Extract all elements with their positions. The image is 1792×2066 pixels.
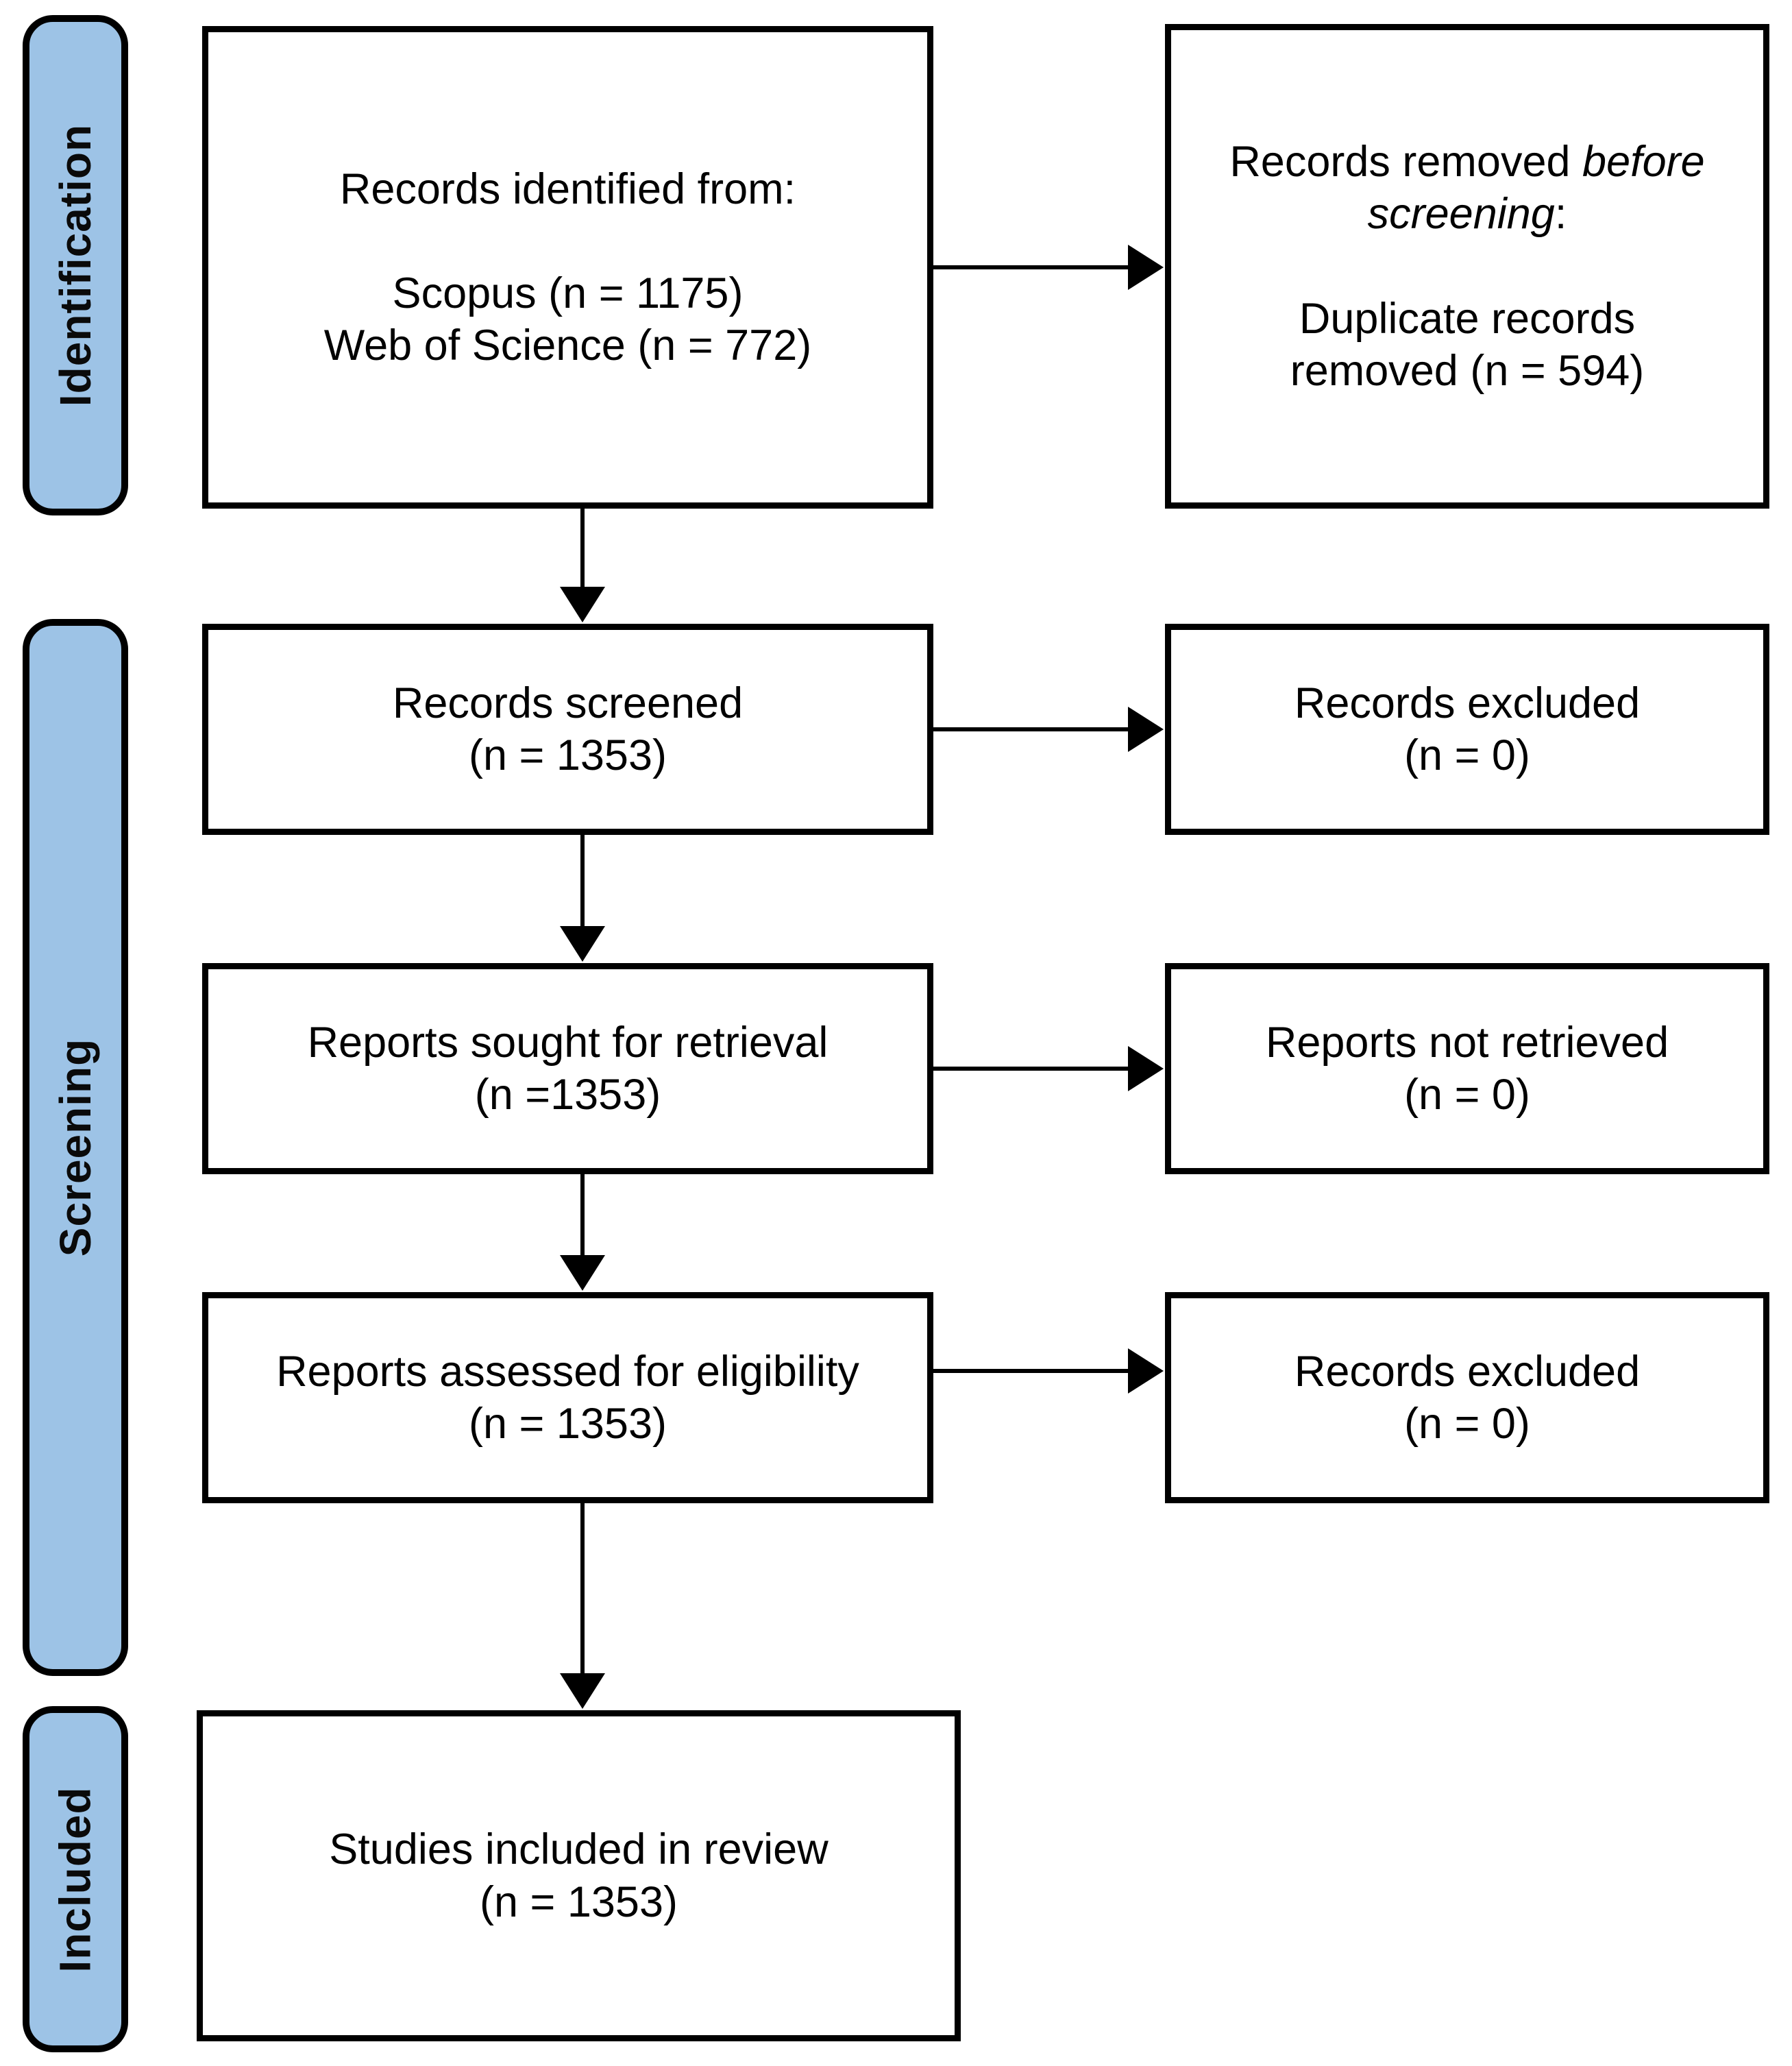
records-removed-heading-italic1: before bbox=[1582, 138, 1705, 186]
records-excluded-screening-count: (n = 0) bbox=[1404, 731, 1530, 779]
reports-assessed-count: (n = 1353) bbox=[469, 1400, 667, 1448]
records-identified-heading: Records identified from: bbox=[339, 165, 796, 213]
arrow-identified-to-removed-line bbox=[933, 265, 1132, 269]
reports-sought-count: (n =1353) bbox=[474, 1071, 661, 1119]
duplicate-records-line1: Duplicate records bbox=[1299, 294, 1636, 343]
reports-not-retrieved-label: Reports not retrieved bbox=[1265, 1018, 1669, 1067]
records-removed-heading-italic2: screening bbox=[1367, 190, 1555, 239]
records-removed-heading-line1: Records removed before bbox=[1229, 136, 1704, 188]
records-removed-heading-pre: Records removed bbox=[1229, 138, 1583, 186]
arrow-sought-to-assessed-head bbox=[560, 1255, 605, 1291]
reports-not-retrieved-count: (n = 0) bbox=[1404, 1071, 1530, 1119]
arrow-screened-to-excluded-line bbox=[933, 727, 1132, 731]
records-screened-label: Records screened bbox=[392, 679, 744, 727]
box-reports-not-retrieved: Reports not retrieved (n = 0) bbox=[1165, 963, 1769, 1174]
duplicate-records-line2: removed (n = 594) bbox=[1290, 346, 1645, 395]
box-reports-assessed: Reports assessed for eligibility (n = 13… bbox=[202, 1292, 933, 1503]
arrow-sought-to-assessed-line bbox=[580, 1174, 585, 1258]
box-reports-sought: Reports sought for retrieval (n =1353) bbox=[202, 963, 933, 1174]
arrow-screened-to-sought-line bbox=[580, 835, 585, 927]
stage-label-included: Included bbox=[51, 1786, 100, 1973]
arrow-sought-to-not-retrieved-line bbox=[933, 1067, 1132, 1071]
arrow-assessed-to-included-head bbox=[560, 1673, 605, 1709]
stage-bar-identification: Identification bbox=[23, 15, 128, 515]
arrow-assessed-to-included-line bbox=[580, 1503, 585, 1676]
stage-bar-screening: Screening bbox=[23, 619, 128, 1676]
studies-included-label: Studies included in review bbox=[329, 1825, 829, 1874]
stage-bar-included: Included bbox=[23, 1706, 128, 2052]
records-identified-wos: Web of Science (n = 772) bbox=[323, 321, 812, 370]
arrow-identified-to-removed-head bbox=[1128, 245, 1164, 290]
box-records-identified: Records identified from: Scopus (n = 117… bbox=[202, 26, 933, 509]
records-excluded-eligibility-count: (n = 0) bbox=[1404, 1400, 1530, 1448]
arrow-screened-to-sought-head bbox=[560, 926, 605, 962]
box-records-excluded-screening: Records excluded (n = 0) bbox=[1165, 624, 1769, 835]
records-removed-heading-colon: : bbox=[1554, 190, 1567, 239]
arrow-assessed-to-excluded-head bbox=[1128, 1348, 1164, 1394]
records-excluded-eligibility-label: Records excluded bbox=[1294, 1347, 1641, 1396]
reports-assessed-label: Reports assessed for eligibility bbox=[276, 1347, 859, 1396]
box-records-removed: Records removed before screening: Duplic… bbox=[1165, 24, 1769, 509]
arrow-sought-to-not-retrieved-head bbox=[1128, 1046, 1164, 1091]
stage-label-screening: Screening bbox=[51, 1038, 100, 1257]
box-records-screened: Records screened (n = 1353) bbox=[202, 624, 933, 835]
box-studies-included: Studies included in review (n = 1353) bbox=[197, 1710, 961, 2041]
box-records-excluded-eligibility: Records excluded (n = 0) bbox=[1165, 1292, 1769, 1503]
records-screened-count: (n = 1353) bbox=[469, 731, 667, 779]
arrow-assessed-to-excluded-line bbox=[933, 1369, 1132, 1373]
arrow-identified-to-screened-line bbox=[580, 509, 585, 590]
arrow-identified-to-screened-head bbox=[560, 587, 605, 622]
stage-label-identification: Identification bbox=[51, 123, 100, 407]
records-identified-scopus: Scopus (n = 1175) bbox=[392, 269, 744, 317]
records-removed-heading-line2: screening: bbox=[1368, 188, 1567, 240]
reports-sought-label: Reports sought for retrieval bbox=[307, 1018, 829, 1067]
arrow-screened-to-excluded-head bbox=[1128, 707, 1164, 752]
records-excluded-screening-label: Records excluded bbox=[1294, 679, 1641, 727]
studies-included-count: (n = 1353) bbox=[480, 1877, 678, 1926]
